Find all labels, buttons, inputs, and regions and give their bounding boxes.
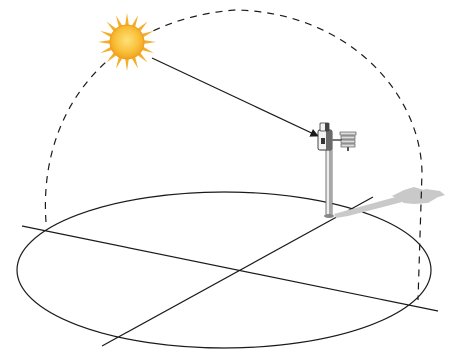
sun-ray [115,15,123,28]
sun-ray [141,46,154,54]
north-south-axis [101,196,374,347]
sun-ray [137,21,148,32]
sun-ray [131,15,139,28]
sun-ray [143,40,156,44]
sun-ray [106,21,117,32]
east-west-axis [21,225,439,312]
sun-ray [125,13,129,26]
sun-ray [115,56,123,69]
sun-ray-arrow [151,57,319,137]
sun-ray [131,56,139,69]
sun-path-arc [44,9,423,301]
sun-ray [100,46,113,54]
sun-ray [98,40,111,44]
weather-station-icon [317,122,357,218]
station-shadow [334,187,445,218]
horizon-ellipse [16,191,432,349]
sun-ray [125,58,129,71]
sun-ray [137,52,148,63]
sun-ray [141,30,154,38]
sun-ray [106,52,117,63]
sun-ray [100,30,113,38]
radiation-shield [339,131,357,151]
sun-icon [98,13,156,71]
